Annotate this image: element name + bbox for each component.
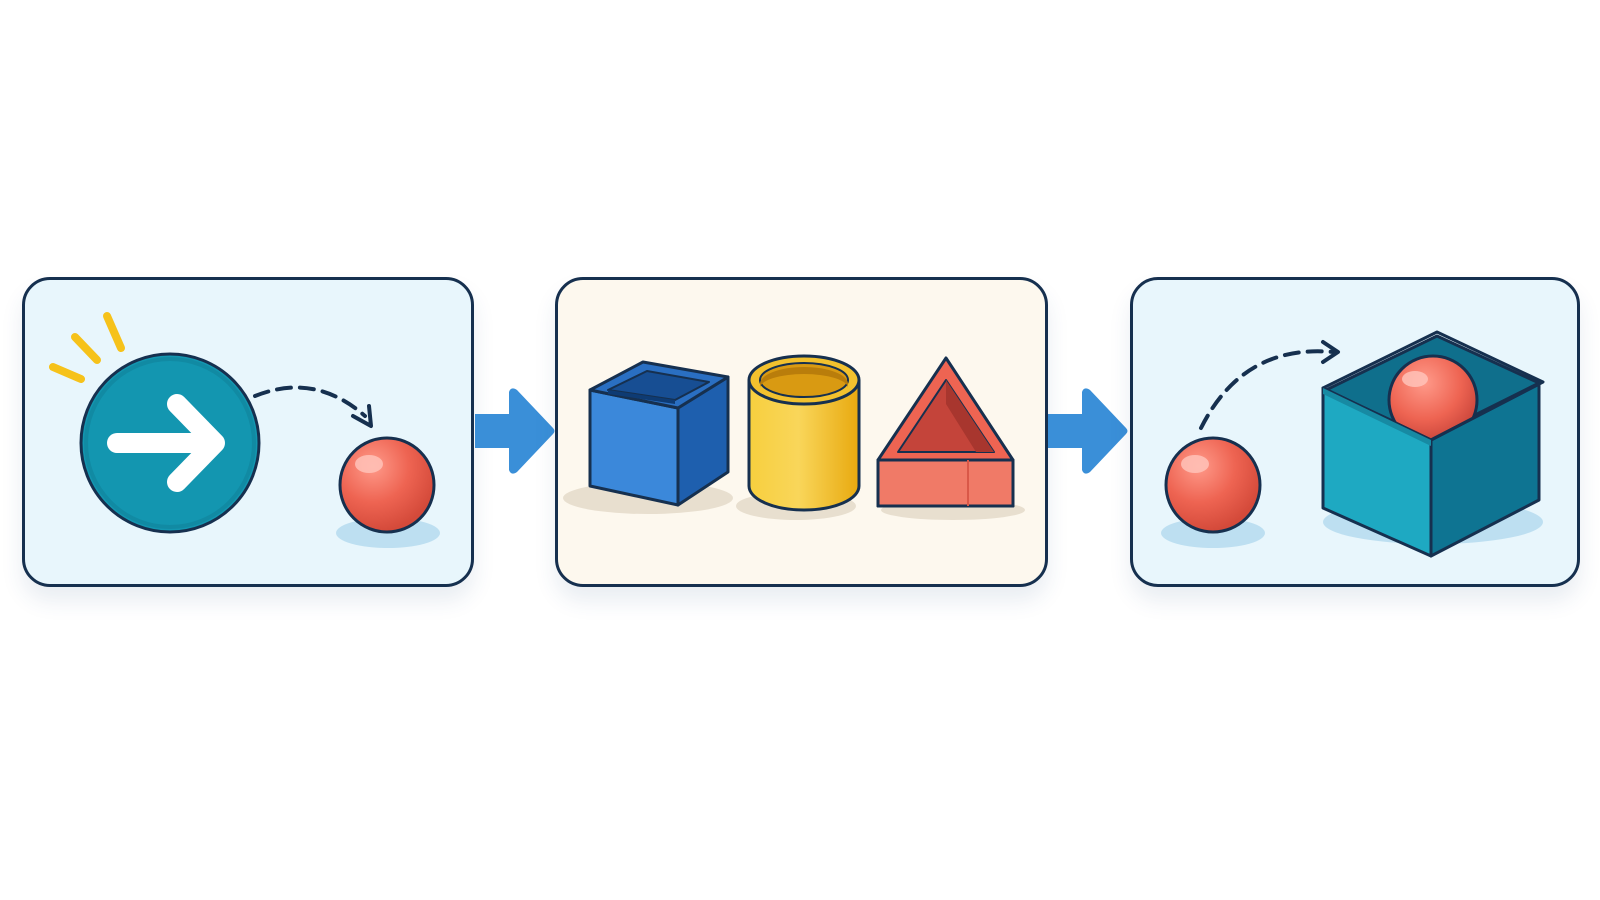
red-triangular-prism-icon xyxy=(876,356,1015,508)
arrow-right-button-icon xyxy=(79,352,261,534)
panel-shapes-art xyxy=(563,354,1025,520)
spark-lines-icon xyxy=(49,312,125,383)
panel-trigger-art xyxy=(49,312,440,548)
flow-arrow-right-icon xyxy=(1048,388,1128,474)
red-ball-icon xyxy=(1164,436,1262,534)
flow-arrow-right-icon xyxy=(475,388,555,474)
dashed-trajectory-icon xyxy=(1199,340,1340,430)
panel-placement xyxy=(1130,277,1580,587)
panel-placement-art xyxy=(1161,330,1545,558)
yellow-cylinder-icon xyxy=(747,354,861,512)
panel-trigger xyxy=(22,277,474,587)
red-ball-icon xyxy=(338,436,436,534)
blue-open-cube-icon xyxy=(588,360,730,507)
teal-open-box-icon xyxy=(1321,330,1545,558)
dashed-trajectory-icon xyxy=(253,385,373,428)
panel-shapes xyxy=(555,277,1048,587)
